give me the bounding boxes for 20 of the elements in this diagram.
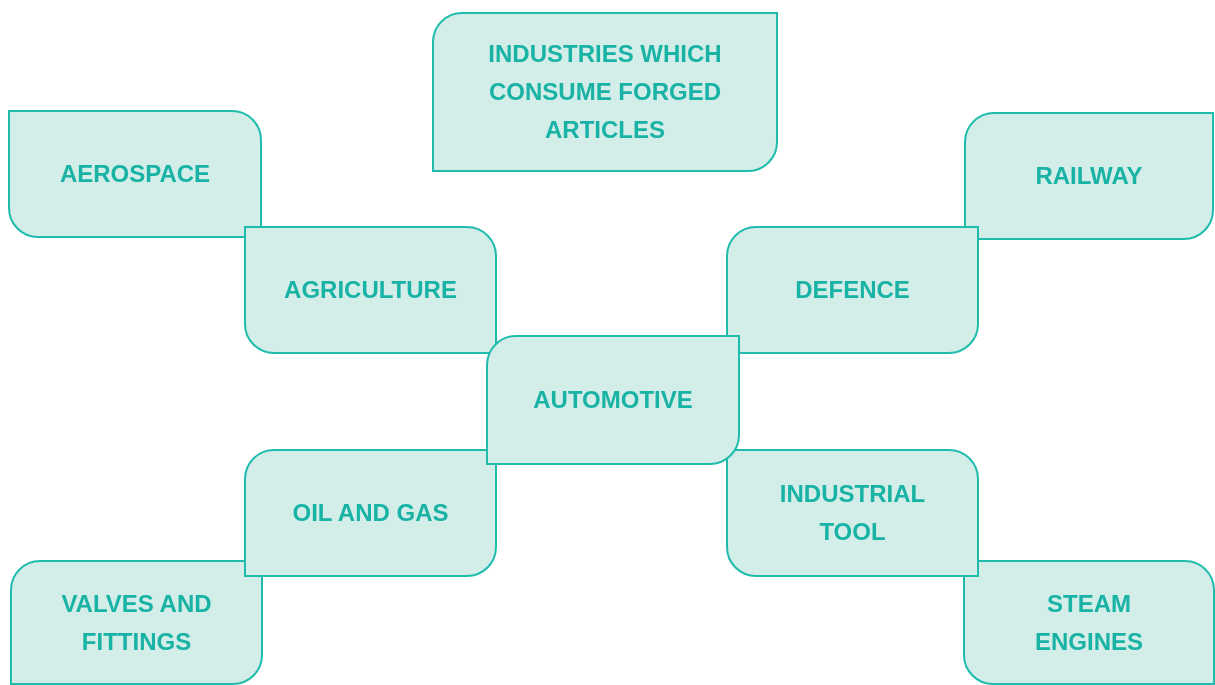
industry-label: OIL AND GAS — [292, 498, 449, 528]
industry-label: INDUSTRIAL TOOL — [778, 479, 927, 547]
industry-label: AGRICULTURE — [284, 275, 457, 305]
rounded-box — [8, 110, 262, 238]
rounded-box — [726, 226, 979, 354]
rounded-box — [726, 449, 979, 577]
industry-label: VALVES AND FITTINGS — [60, 588, 213, 657]
industry-label: AUTOMOTIVE — [533, 385, 693, 415]
industry-label: DEFENCE — [795, 275, 910, 305]
rounded-box — [244, 226, 497, 354]
industry-label: AEROSPACE — [59, 159, 211, 189]
rounded-box — [963, 560, 1215, 685]
rounded-box — [486, 335, 740, 465]
rounded-box — [244, 449, 497, 577]
industry-label: STEAM ENGINES — [1034, 588, 1144, 657]
industry-label: INDUSTRIES WHICH CONSUME FORGED ARTICLES — [487, 39, 723, 145]
industry-label: RAILWAY — [1035, 161, 1143, 191]
rounded-box — [964, 112, 1214, 240]
rounded-box — [10, 560, 263, 685]
rounded-box — [432, 12, 778, 172]
